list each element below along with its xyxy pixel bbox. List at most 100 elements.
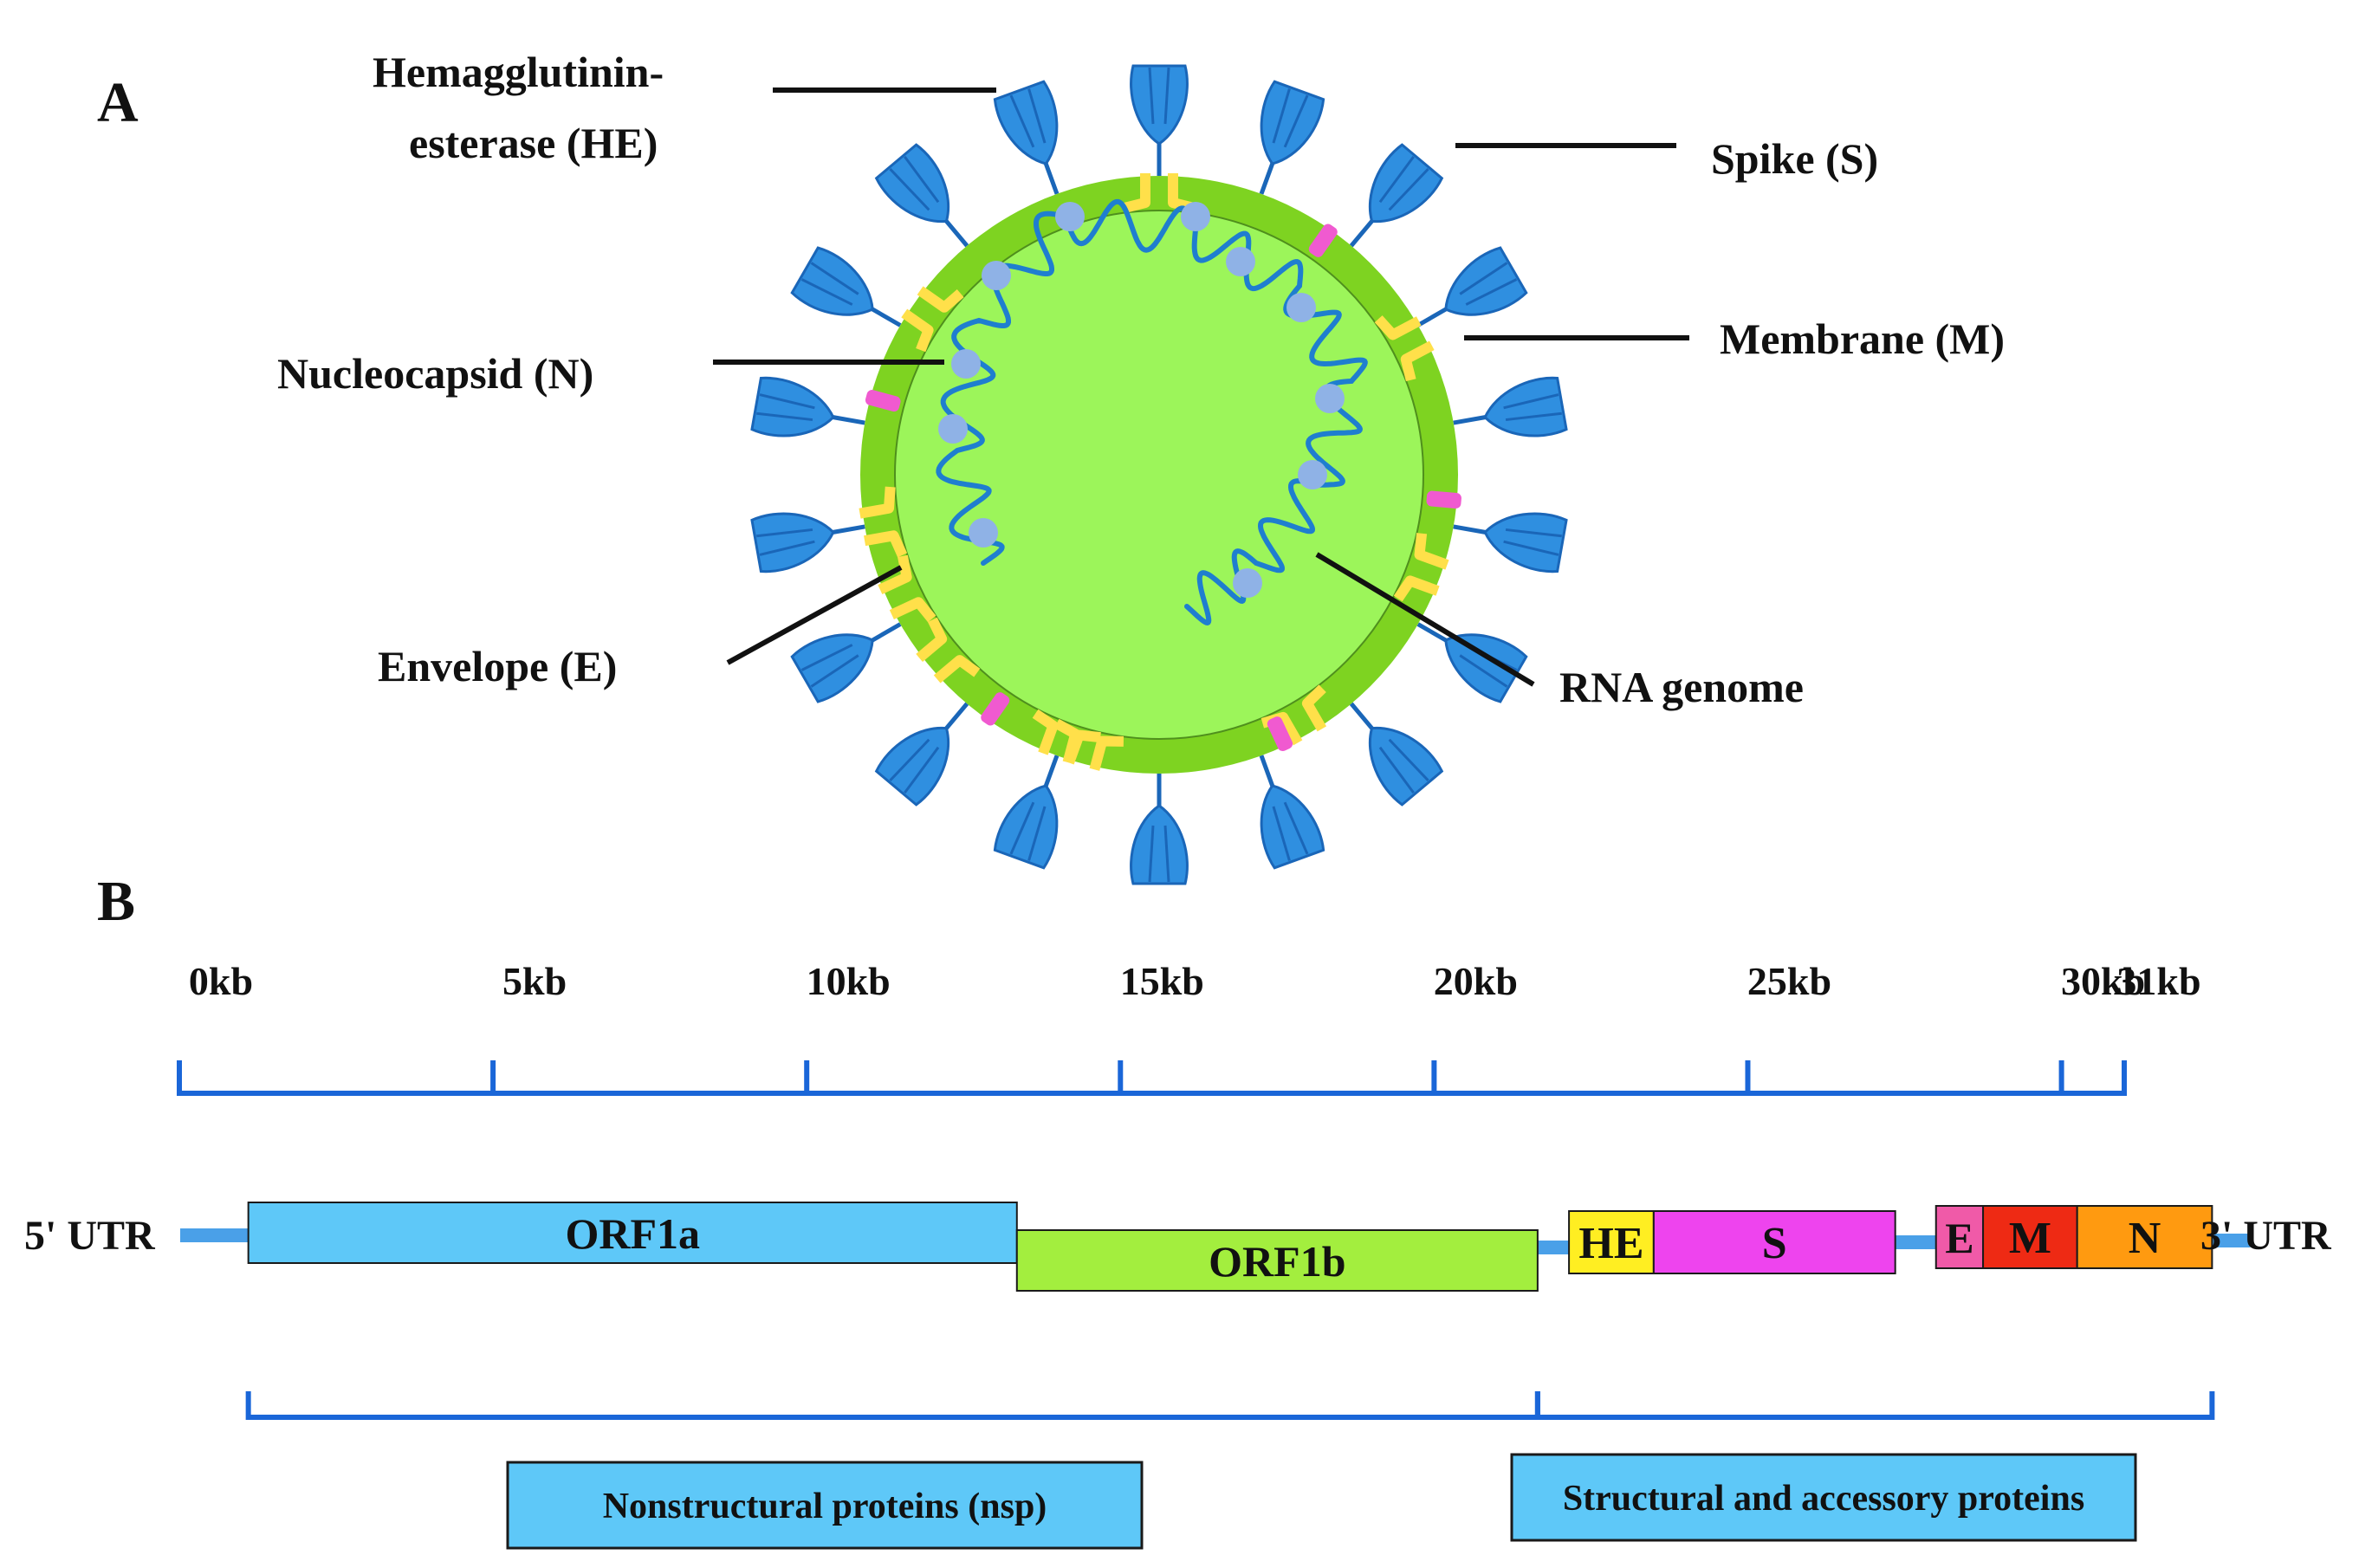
envelope-proteins [865,224,1461,752]
leader-line-envelope [726,565,903,665]
spike-protein [1453,512,1568,573]
panel-label-b: B [97,870,135,933]
label-he-line2: esterase (HE) [409,119,658,167]
spike-protein [1259,755,1325,870]
spike-head-line [904,746,940,794]
membrane-protein-right [1032,709,1059,755]
spike-head-line [1505,528,1562,538]
nucleocapsid-bead [1233,568,1262,598]
envelope-protein [981,692,1010,726]
nucleocapsid-bead [1298,460,1327,489]
membrane-protein [1032,709,1101,765]
spike-head-line [1148,825,1155,883]
spike-head [1130,804,1189,885]
spike-head [993,784,1059,870]
backbone-3utr [2212,1234,2251,1247]
utr5-label: 5' UTR [24,1213,156,1259]
protein-group-brackets [245,1391,2215,1420]
spike-head [1368,726,1444,807]
membrane-protein-left [1301,684,1327,732]
spike-head-line [756,411,813,422]
label-nucleocapsid: Nucleocapsid (N) [277,349,593,398]
scale-tick-label: 25kb [1747,959,1831,1003]
leader-lines [713,87,1689,687]
spike-head-line [759,393,815,410]
spike-head-line [1388,738,1429,782]
spike-protein [1130,774,1189,885]
spike-head [790,633,874,703]
gene-label-e: E [1945,1214,1973,1262]
spike-head-line [1027,806,1047,861]
membrane-protein-left [1123,173,1150,213]
spike-head-line [889,167,930,211]
membrane-protein-right [1400,340,1435,382]
scale-tick-label: 0kb [189,959,253,1003]
spike-head [1483,376,1568,437]
gene-e [1935,1205,1985,1269]
spike-proteins [750,64,1568,885]
scale-tick-label: 5kb [502,959,567,1003]
gene-label-s: S [1762,1219,1787,1268]
spike-head [1368,143,1444,224]
spike-protein [750,512,865,573]
spike-protein [874,702,969,807]
spike-protein [1453,376,1568,437]
spike-head-line [1378,746,1415,794]
label-spike: Spike (S) [1711,134,1878,183]
spike-head-line [1505,411,1562,422]
membrane-protein-left [1374,315,1422,340]
spike-stalk [1042,755,1060,789]
nucleocapsid-bead [982,261,1011,290]
membrane-protein-right [859,486,896,519]
spike-head-line [1148,67,1155,125]
scale-tick-label: 30kb [2061,959,2145,1003]
gene-he [1568,1210,1655,1274]
spike-protein [1416,246,1528,327]
nucleocapsid-bead [1055,202,1085,231]
membrane-protein-left [933,655,981,684]
envelope-protein [1308,224,1338,257]
genome-scale-ruler [177,1060,2127,1096]
membrane-protein-left [901,308,934,353]
spike-head [1444,246,1528,316]
spike-stalk [1259,160,1276,195]
nucleocapsid-bead [951,349,981,379]
nucleocapsid-bead [1286,293,1316,322]
gene-label-orf1a: ORF1a [565,1209,700,1258]
structural-group-box [1510,1453,2137,1542]
spike-protein [1349,702,1444,807]
gene-n [2076,1205,2213,1269]
spike-head-line [1503,540,1559,556]
nucleocapsid-bead [1315,384,1345,413]
leader-line-rna [1315,552,1535,687]
nonstructural-group-label: Nonstructural proteins (nsp) [603,1487,1047,1526]
membrane-protein [901,286,964,353]
envelope-protein-bar [981,692,1010,726]
gene-label-orf1b: ORF1b [1209,1237,1345,1286]
scale-tick-label: 31kb [2116,959,2200,1003]
membrane-protein-left [889,597,936,623]
envelope-protein [1426,490,1461,509]
spike-head [1260,80,1325,165]
membrane-protein-right [917,286,964,313]
gene-orf1a [247,1202,1018,1264]
membrane-protein [916,617,981,684]
spike-stalk [943,702,969,732]
spike-stalk [1042,160,1060,195]
spike-protein [1349,143,1444,248]
inner-membrane-edge [894,210,1424,740]
spike-head-line [1272,806,1291,861]
membrane-proteins [859,173,1449,771]
nucleocapsid-bead [938,414,968,444]
nucleocapsid-bead [969,518,998,548]
spike-head-line [1465,278,1518,306]
membrane-protein-right [878,554,912,595]
backbone-linker [1537,1241,1570,1254]
membrane-protein [859,486,908,558]
spike-head-line [1388,167,1429,211]
scale-tick-label: 20kb [1434,959,1518,1003]
spike-head-line [1009,94,1035,148]
membrane-protein-right [1393,575,1440,602]
